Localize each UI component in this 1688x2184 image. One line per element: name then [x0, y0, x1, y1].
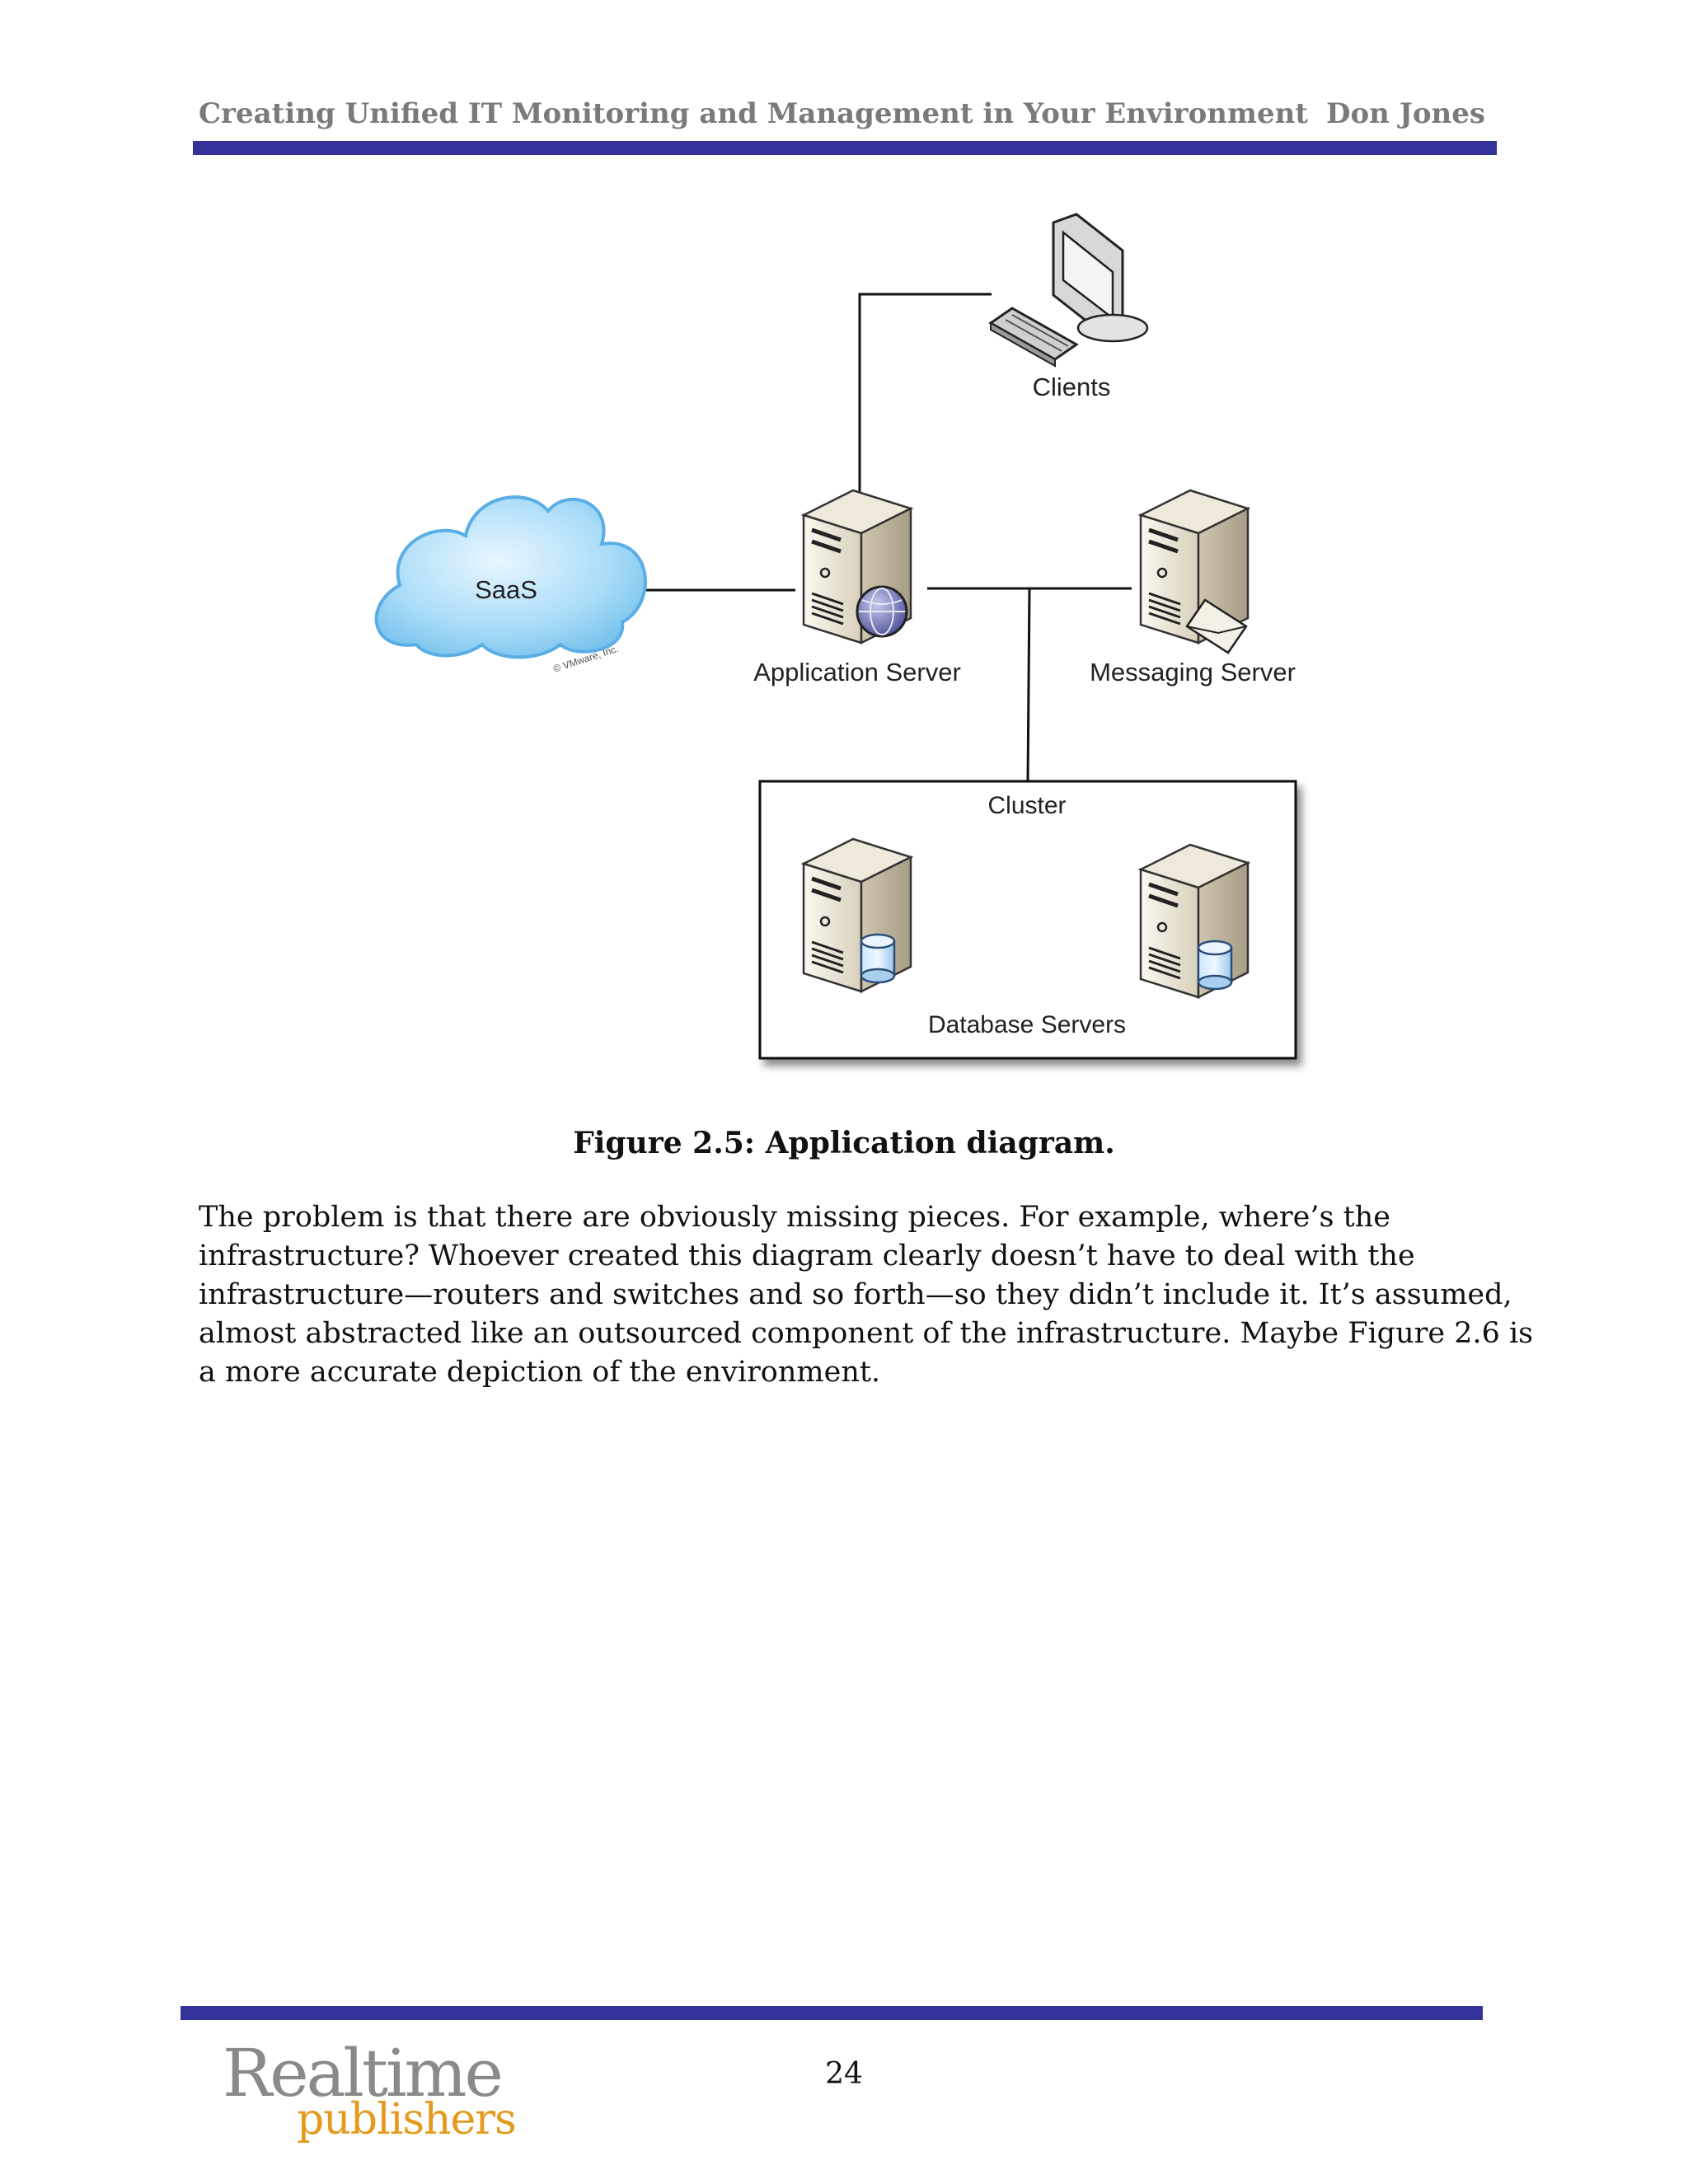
- logo-wordmark-top: Realtime: [223, 2035, 504, 2111]
- figure-caption: Figure 2.5: Application diagram.: [573, 1126, 1115, 1160]
- header-rule: [193, 141, 1497, 155]
- logo-wordmark-bottom: publishers: [297, 2095, 517, 2144]
- body-line: a more accurate depiction of the environ…: [199, 1356, 881, 1389]
- body-line: infrastructure? Whoever created this dia…: [199, 1240, 1415, 1272]
- clients-node: Clients: [988, 213, 1149, 401]
- line-appserver-clients: [858, 293, 992, 494]
- database-cylinder-icon: [860, 933, 896, 984]
- cluster-label: Cluster: [987, 792, 1066, 819]
- footer-rule: [181, 2006, 1483, 2020]
- body-line: almost abstracted like an outsourced com…: [199, 1317, 1534, 1350]
- body-line: infrastructure—routers and switches and …: [199, 1278, 1512, 1311]
- envelope-icon: [1185, 598, 1248, 654]
- cloud-icon: [374, 495, 647, 659]
- header-author: Don Jones: [1326, 97, 1485, 130]
- application-server-node: Application Server: [753, 490, 961, 687]
- line-to-cluster: [1026, 588, 1031, 782]
- header-title: Creating Unified IT Monitoring and Manag…: [199, 97, 1309, 130]
- realtime-publishers-logo: Realtime publishers: [223, 2041, 517, 2148]
- messaging-server-node: Messaging Server: [1090, 490, 1296, 687]
- saas-label: SaaS: [475, 575, 537, 604]
- cluster-box: Cluster Database Servers: [758, 780, 1297, 1060]
- messaging-server-label: Messaging Server: [1090, 658, 1296, 687]
- globe-icon: [856, 585, 908, 638]
- database-cylinder-icon: [1197, 940, 1233, 991]
- desktop-computer-icon: [988, 213, 1149, 368]
- connector-lines: [640, 293, 1132, 782]
- clients-label: Clients: [1033, 373, 1111, 401]
- saas-node: SaaS © VMware, Inc.: [374, 495, 647, 675]
- application-diagram: Clients SaaS © VMware, Inc. Application …: [374, 213, 1297, 1060]
- page-number: 24: [825, 2057, 863, 2091]
- body-line: The problem is that there are obviously …: [199, 1201, 1390, 1234]
- database-servers-label: Database Servers: [928, 1011, 1126, 1038]
- application-server-label: Application Server: [753, 658, 961, 687]
- body-paragraph: The problem is that there are obviously …: [199, 1198, 1534, 1392]
